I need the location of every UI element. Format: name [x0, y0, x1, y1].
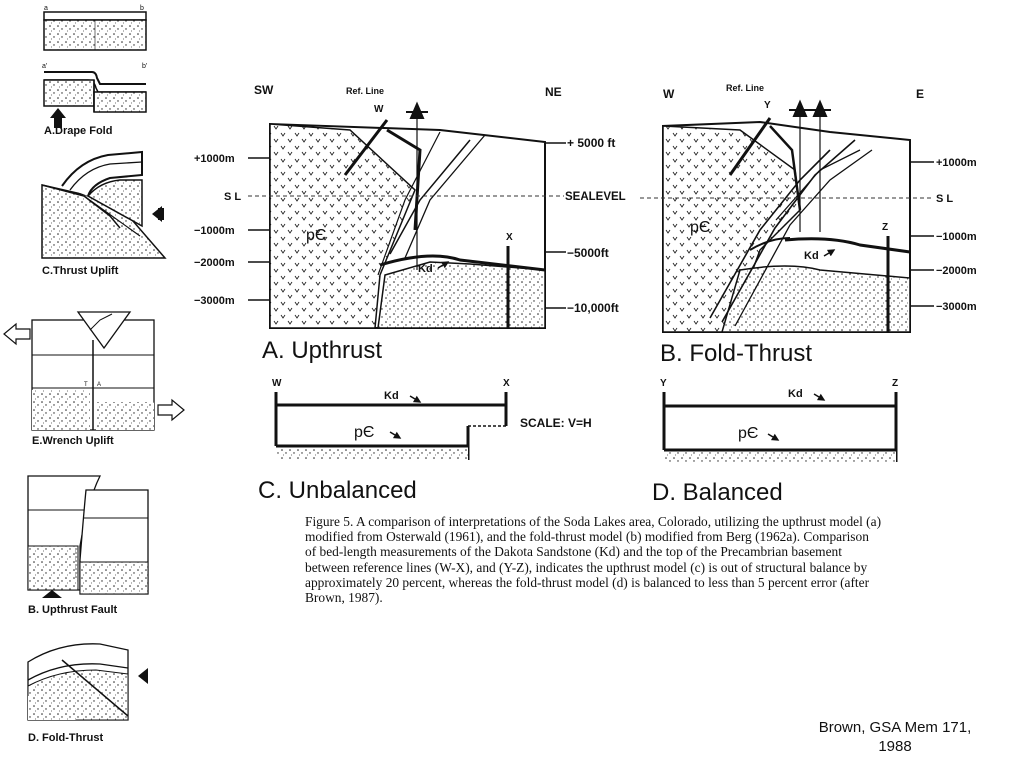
fold-thrust-label: D. Fold-Thrust	[28, 732, 103, 744]
scale-a-sl: S L	[224, 191, 241, 203]
ref-line-a-label: Ref. Line	[346, 86, 384, 96]
figure-caption: Figure 5. A comparison of interpretation…	[305, 514, 882, 606]
section-c-diagram: W X Kd pЄ C. Unbalanced	[258, 378, 510, 504]
scale-a-minus3000m: −3000m	[194, 295, 235, 307]
upthrust-fault-label: B. Upthrust Fault	[28, 604, 118, 616]
scale-a-plus1000m: +1000m	[194, 153, 235, 165]
point-x-label: X	[506, 232, 513, 243]
scale-b-minus3000m: −3000m	[936, 301, 977, 313]
section-a-right-scale: + 5000 ft SEALEVEL −5000ft −10,000ft	[545, 136, 626, 315]
scale-a-plus5000ft: + 5000 ft	[567, 136, 615, 150]
section-a-left-scale: +1000m S L −1000m −2000m −3000m	[194, 153, 270, 307]
dakota-a-label: Kd	[418, 263, 433, 275]
scale-a-minus1000m: −1000m	[194, 225, 235, 237]
c-point-w-label: W	[272, 378, 282, 389]
d-point-y-label: Y	[660, 378, 667, 389]
ne-label: NE	[545, 85, 562, 99]
mark-t-label: T	[84, 382, 88, 388]
wrench-uplift-panel: T A E.Wrench Uplift	[3, 311, 185, 447]
unbalanced-label: C. Unbalanced	[258, 477, 417, 504]
pin-b-label: b	[140, 5, 144, 12]
precambrian-a-label: pЄ	[306, 227, 326, 244]
fold-thrust-panel: D. Fold-Thrust	[27, 643, 148, 744]
c-dakota-label: Kd	[384, 390, 399, 402]
d-point-z-label: Z	[892, 378, 898, 389]
d-precambrian-label: pЄ	[738, 425, 758, 442]
section-a-diagram: SW NE Ref. Line W X pЄ Kd +1000m S L −1	[194, 83, 626, 364]
e-direction-label: E	[916, 87, 924, 101]
scale-b-plus1000m: +1000m	[936, 157, 977, 169]
point-w-label: W	[374, 104, 384, 115]
credit-line-2: 1988	[878, 738, 912, 755]
precambrian-b-label: pЄ	[690, 219, 710, 236]
scale-b-sl: S L	[936, 193, 953, 205]
wrench-uplift-label: E.Wrench Uplift	[32, 435, 114, 447]
fold-thrust-section-label: B. Fold-Thrust	[660, 340, 812, 367]
upthrust-fault-panel: B. Upthrust Fault	[27, 475, 149, 616]
scale-b-minus1000m: −1000m	[936, 231, 977, 243]
balanced-label: D. Balanced	[652, 479, 783, 506]
w-direction-label: W	[663, 87, 675, 101]
scale-b-minus2000m: −2000m	[936, 265, 977, 277]
pin-a-label: a	[44, 5, 48, 12]
point-z-label: Z	[882, 222, 888, 233]
c-precambrian-label: pЄ	[354, 424, 374, 441]
pin-a-prime-label: a'	[42, 63, 47, 70]
sw-label: SW	[254, 83, 274, 97]
d-dakota-label: Kd	[788, 388, 803, 400]
thrust-uplift-panel: C.Thrust Uplift	[41, 150, 167, 277]
section-d-diagram: Y Z Kd pЄ D. Balanced	[652, 378, 898, 506]
drape-fold-label: A.Drape Fold	[44, 125, 112, 137]
scale-note: SCALE: V=H	[520, 416, 592, 430]
dakota-b-label: Kd	[804, 250, 819, 262]
c-point-x-label: X	[503, 378, 510, 389]
ref-line-b-label: Ref. Line	[726, 83, 764, 93]
scale-a-minus2000m: −2000m	[194, 257, 235, 269]
drape-fold-panel: a b a' b' A.Drape Fold	[42, 5, 147, 137]
scale-a-minus10000ft: −10,000ft	[567, 301, 619, 315]
section-b-right-scale: +1000m S L −1000m −2000m −3000m	[910, 157, 977, 313]
point-y-label: Y	[764, 100, 771, 111]
scale-a-minus5000ft: −5000ft	[567, 246, 609, 260]
credit-line-1: Brown, GSA Mem 171,	[818, 719, 972, 736]
section-b-diagram: W E Ref. Line Y Z pЄ Kd +1000m S L	[640, 83, 977, 367]
pin-b-prime-label: b'	[142, 63, 147, 70]
thrust-uplift-label: C.Thrust Uplift	[42, 265, 119, 277]
scale-a-sealevel: SEALEVEL	[565, 191, 626, 203]
source-credit: Brown, GSA Mem 171, 1988	[790, 718, 1000, 756]
mark-a-label: A	[97, 382, 101, 388]
upthrust-label: A. Upthrust	[262, 337, 382, 364]
